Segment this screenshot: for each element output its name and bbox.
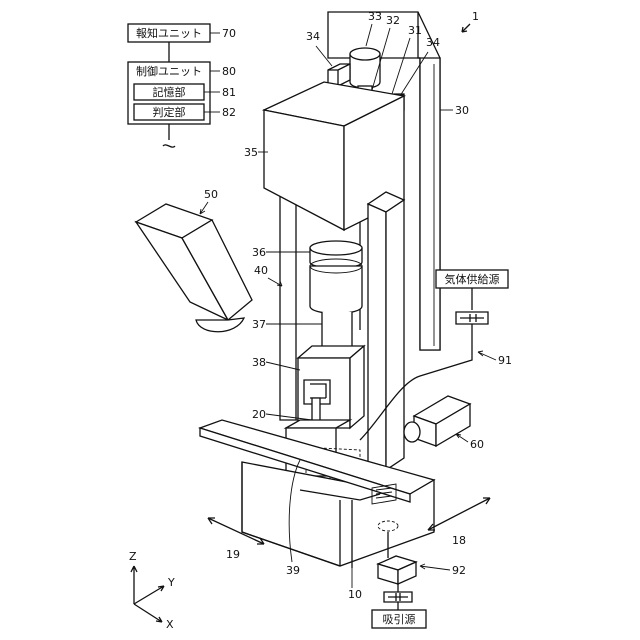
ref-92: 92: [452, 564, 466, 577]
control-block-group: 報知ユニット 70 制御ユニット 80 記憶部 81 判定部 82: [128, 24, 236, 147]
ref-60: 60: [470, 438, 484, 451]
leader-60: [456, 434, 468, 442]
ref-38: 38: [252, 356, 266, 369]
axis-y-label: Y: [167, 576, 175, 589]
leader-91: [478, 351, 496, 360]
ref-40: 40: [254, 264, 268, 277]
ref-33: 33: [368, 10, 382, 23]
gas-source-label: 気体供給源: [445, 272, 500, 286]
ref-34-right: 34: [426, 36, 440, 49]
ref-34-left: 34: [306, 30, 320, 43]
judge-unit-label: 判定部: [153, 105, 186, 119]
ref-20: 20: [252, 408, 266, 421]
camera-60: [404, 396, 470, 446]
notify-unit-label: 報知ユニット: [136, 26, 202, 40]
control-cut-line: [163, 124, 175, 147]
ref-91: 91: [498, 354, 512, 367]
rod-37: [322, 312, 352, 350]
axis-z-label: Z: [129, 550, 137, 563]
drive-cylinder: [310, 259, 362, 314]
ref-50: 50: [204, 188, 218, 201]
coordinate-axes: [131, 566, 164, 622]
ref-82: 82: [222, 106, 236, 119]
leader-50: [200, 202, 208, 214]
ref-1-arrow: [462, 24, 470, 32]
spindle-36: [310, 241, 362, 268]
ref-37: 37: [252, 318, 266, 331]
leader-92: [420, 564, 450, 570]
ref-35: 35: [244, 146, 258, 159]
ref-32: 32: [386, 14, 400, 27]
holder-38: [298, 346, 364, 428]
ref-31: 31: [408, 24, 422, 37]
camera-50: [136, 204, 252, 332]
axis-x-label: X: [166, 618, 174, 631]
control-unit-label: 制御ユニット: [136, 64, 202, 78]
ref-81: 81: [222, 86, 236, 99]
suction-source-label: 吸引源: [383, 612, 416, 626]
leader-38: [266, 362, 300, 370]
storage-unit-label: 記憶部: [153, 85, 186, 99]
ref-80: 80: [222, 65, 236, 78]
ref-70: 70: [222, 27, 236, 40]
ref-30: 30: [455, 104, 469, 117]
guide-bar: [368, 192, 404, 470]
ref-39: 39: [286, 564, 300, 577]
ref-19: 19: [226, 548, 240, 561]
ref-10: 10: [348, 588, 362, 601]
ref-36: 36: [252, 246, 266, 259]
ref-1: 1: [472, 10, 479, 23]
ref-18: 18: [452, 534, 466, 547]
axis-arrow-18: [428, 498, 490, 530]
